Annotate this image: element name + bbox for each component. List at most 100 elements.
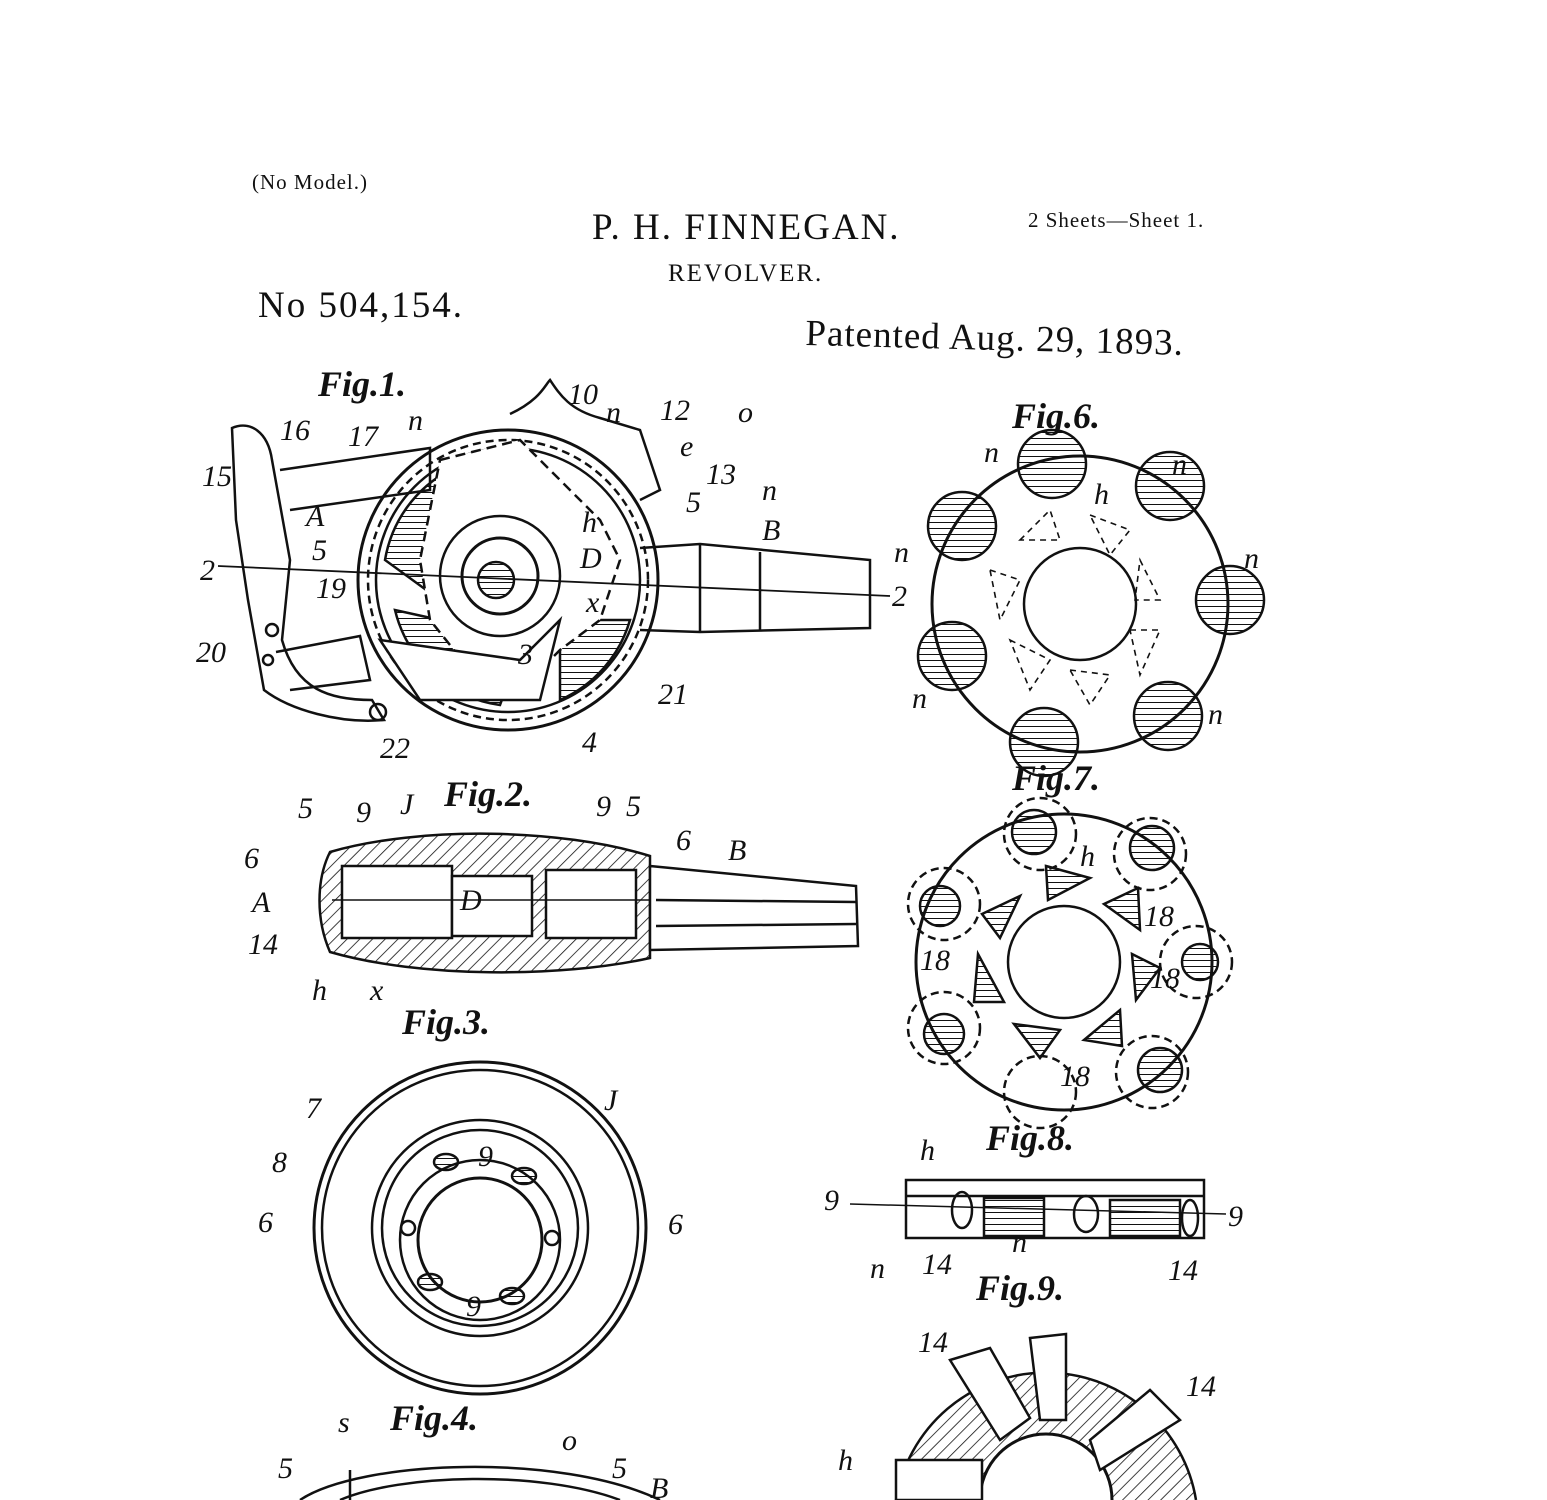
fig6-label: n [1244, 542, 1259, 575]
fig1-label: 19 [316, 572, 346, 605]
fig3-label: 9 [478, 1140, 493, 1173]
fig1-label: 5 [686, 486, 701, 519]
fig2-label: 6 [676, 824, 691, 857]
fig1-label: D [579, 542, 602, 575]
figure-6: Fig.6. [916, 396, 1266, 778]
fig1-label: 13 [706, 458, 736, 491]
fig1-label: 2 [892, 580, 907, 613]
fig2-label: h [312, 974, 327, 1007]
fig7-label: 18 [1060, 1060, 1090, 1093]
fig3-caption: Fig.3. [401, 1002, 490, 1042]
fig1-label: h [582, 506, 597, 539]
fig2-caption: Fig.2. [443, 774, 532, 814]
fig3-label: 7 [306, 1092, 323, 1125]
fig3-label: 6 [258, 1206, 273, 1239]
fig7-label: h [1080, 840, 1095, 873]
sheet-indicator: 2 Sheets—Sheet 1. [1028, 208, 1205, 232]
figure-3-labels: 7 J 8 9 6 6 9 [258, 1084, 683, 1323]
fig7-label: 18 [920, 944, 950, 977]
figure-4: Fig.4. [299, 1398, 661, 1500]
fig1-label: n [606, 396, 621, 429]
inventor-name: P. H. FINNEGAN. [592, 207, 901, 248]
fig1-label: 21 [658, 678, 688, 711]
fig8-label: 9 [824, 1184, 839, 1217]
figure-9-labels: 14 14 h [838, 1326, 1216, 1477]
fig4-label: 5 [612, 1452, 627, 1485]
fig1-label: o [738, 396, 753, 429]
fig2-label: 5 [626, 790, 641, 823]
fig1-label: 4 [582, 726, 597, 759]
fig1-label: n [408, 404, 423, 437]
patent-number: No 504,154. [258, 285, 464, 326]
fig1-label: 20 [196, 636, 226, 669]
fig9-label: h [838, 1444, 853, 1477]
figure-3: Fig.3. [312, 1002, 648, 1396]
figure-2-labels: 5 9 J 9 5 6 6 B A D 14 h x [244, 788, 746, 1007]
fig9-caption: Fig.9. [975, 1268, 1064, 1308]
fig6-label: h [1094, 478, 1109, 511]
figure-1: Fig.1. [217, 364, 891, 732]
fig2-label: 6 [244, 842, 259, 875]
fig8-label: n [1012, 1226, 1027, 1259]
fig2-label: J [400, 788, 415, 821]
fig8-label: n [870, 1252, 885, 1285]
fig8-label: 14 [922, 1248, 952, 1281]
fig1-label: 2 [200, 554, 215, 587]
figure-2: Fig.2. [318, 774, 860, 974]
no-model-note: (No Model.) [252, 170, 368, 194]
fig9-label: 14 [918, 1326, 948, 1359]
invention-title: REVOLVER. [668, 260, 824, 287]
fig3-label: 9 [466, 1290, 481, 1323]
fig2-label: 14 [248, 928, 278, 961]
figure-8: Fig.8. [849, 1118, 1227, 1240]
figure-8-labels: h 9 9 n 14 n 14 [824, 1134, 1243, 1287]
fig1-label: 16 [280, 414, 310, 447]
fig1-label: A [304, 500, 325, 533]
fig2-label: x [369, 974, 384, 1007]
figure-4-labels: s o 5 5 B [278, 1406, 668, 1500]
fig9-label: 14 [1186, 1370, 1216, 1403]
fig4-label: 5 [278, 1452, 293, 1485]
fig1-label: B [762, 514, 780, 547]
figure-6-labels: n n h n n n n [894, 436, 1259, 731]
fig8-label: h [920, 1134, 935, 1167]
fig8-label: 9 [1228, 1200, 1243, 1233]
fig1-label: 22 [380, 732, 410, 765]
fig7-label: 18 [1144, 900, 1174, 933]
fig2-label: 9 [356, 796, 371, 829]
fig3-label: 6 [668, 1208, 683, 1241]
fig3-label: J [604, 1084, 619, 1117]
fig2-label: 9 [596, 790, 611, 823]
fig1-label: n [762, 474, 777, 507]
fig7-caption: Fig.7. [1011, 758, 1100, 798]
fig2-label: A [250, 886, 271, 919]
fig6-label: n [894, 536, 909, 569]
fig6-label: n [984, 436, 999, 469]
fig8-label: 14 [1168, 1254, 1198, 1287]
fig1-label: 5 [312, 534, 327, 567]
fig4-label: B [650, 1472, 668, 1500]
fig6-label: n [912, 682, 927, 715]
fig1-caption: Fig.1. [317, 364, 406, 404]
fig1-label: 17 [348, 420, 380, 453]
figure-7: Fig.7. [906, 758, 1234, 1130]
fig4-caption: Fig.4. [389, 1398, 478, 1438]
fig8-caption: Fig.8. [985, 1118, 1074, 1158]
fig6-label: n [1172, 448, 1187, 481]
fig2-label: 5 [298, 792, 313, 825]
fig6-label: n [1208, 698, 1223, 731]
figure-9: Fig.9. [894, 1268, 1198, 1500]
fig1-label: e [680, 430, 693, 463]
fig3-label: 8 [272, 1146, 287, 1179]
fig1-label: 3 [517, 638, 533, 671]
fig2-label: B [728, 834, 746, 867]
figure-1-labels: 16 17 n 10 n 12 o 15 e 13 A 5 h 5 n B 2 … [196, 378, 907, 765]
fig2-label: D [459, 884, 482, 917]
fig7-label: 18 [1150, 962, 1180, 995]
fig4-label: o [562, 1424, 577, 1457]
fig1-label: 10 [568, 378, 598, 411]
fig1-label: x [585, 586, 600, 619]
fig4-label: s [338, 1406, 350, 1439]
fig1-label: 12 [660, 394, 690, 427]
